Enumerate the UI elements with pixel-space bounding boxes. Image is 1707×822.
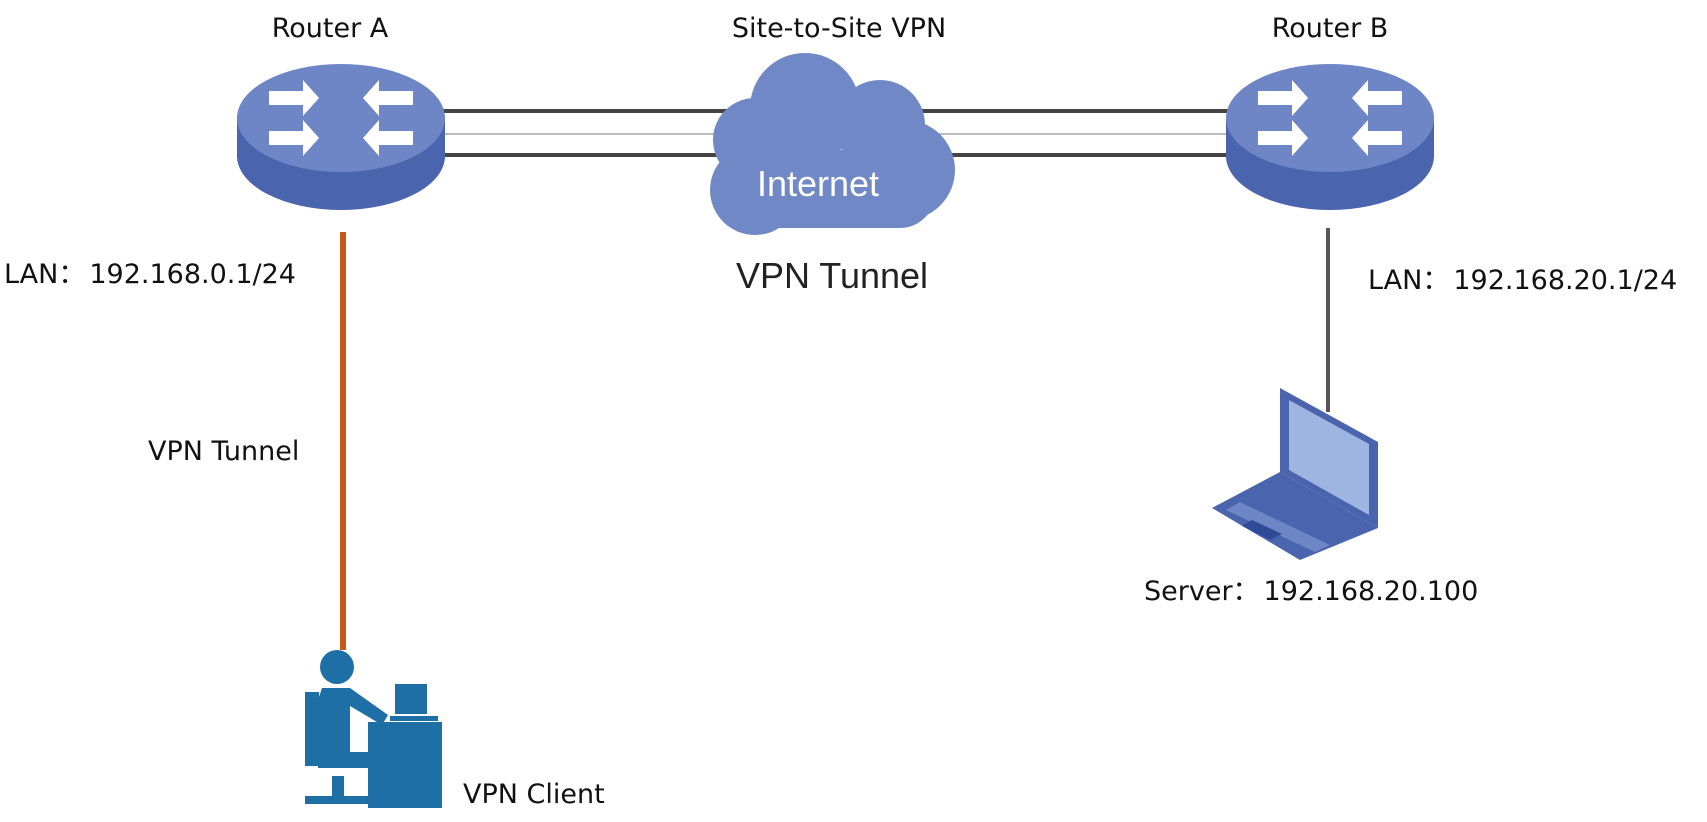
- router-b-lan: LAN：192.168.20.1/24: [1368, 265, 1677, 296]
- router-b-lan-prefix: LAN：: [1368, 265, 1449, 296]
- router-a-lan: LAN：192.168.0.1/24: [4, 259, 296, 290]
- tunnel-label: VPN Tunnel: [736, 255, 928, 296]
- server-laptop-icon: [1212, 388, 1378, 560]
- vpn-client-icon: [305, 650, 442, 808]
- router-b-lan-ip: 192.168.20.1/24: [1453, 265, 1677, 296]
- router-a-lan-prefix: LAN：: [4, 259, 85, 290]
- internet-cloud-icon: Internet: [710, 53, 955, 235]
- router-a-icon: [237, 64, 445, 210]
- cloud-label: Internet: [757, 163, 879, 204]
- server-ip: 192.168.20.100: [1264, 576, 1479, 607]
- router-b-icon: [1226, 64, 1434, 210]
- site-to-site-title: Site-to-Site VPN: [732, 13, 946, 44]
- client-link-label: VPN Tunnel: [148, 436, 299, 467]
- server-prefix: Server：: [1144, 576, 1260, 607]
- router-b-name: Router B: [1272, 13, 1389, 44]
- vpn-client-label: VPN Client: [463, 779, 605, 810]
- server-label: Server：192.168.20.100: [1144, 576, 1478, 607]
- router-a-lan-ip: 192.168.0.1/24: [89, 259, 296, 290]
- router-a-name: Router A: [272, 13, 389, 44]
